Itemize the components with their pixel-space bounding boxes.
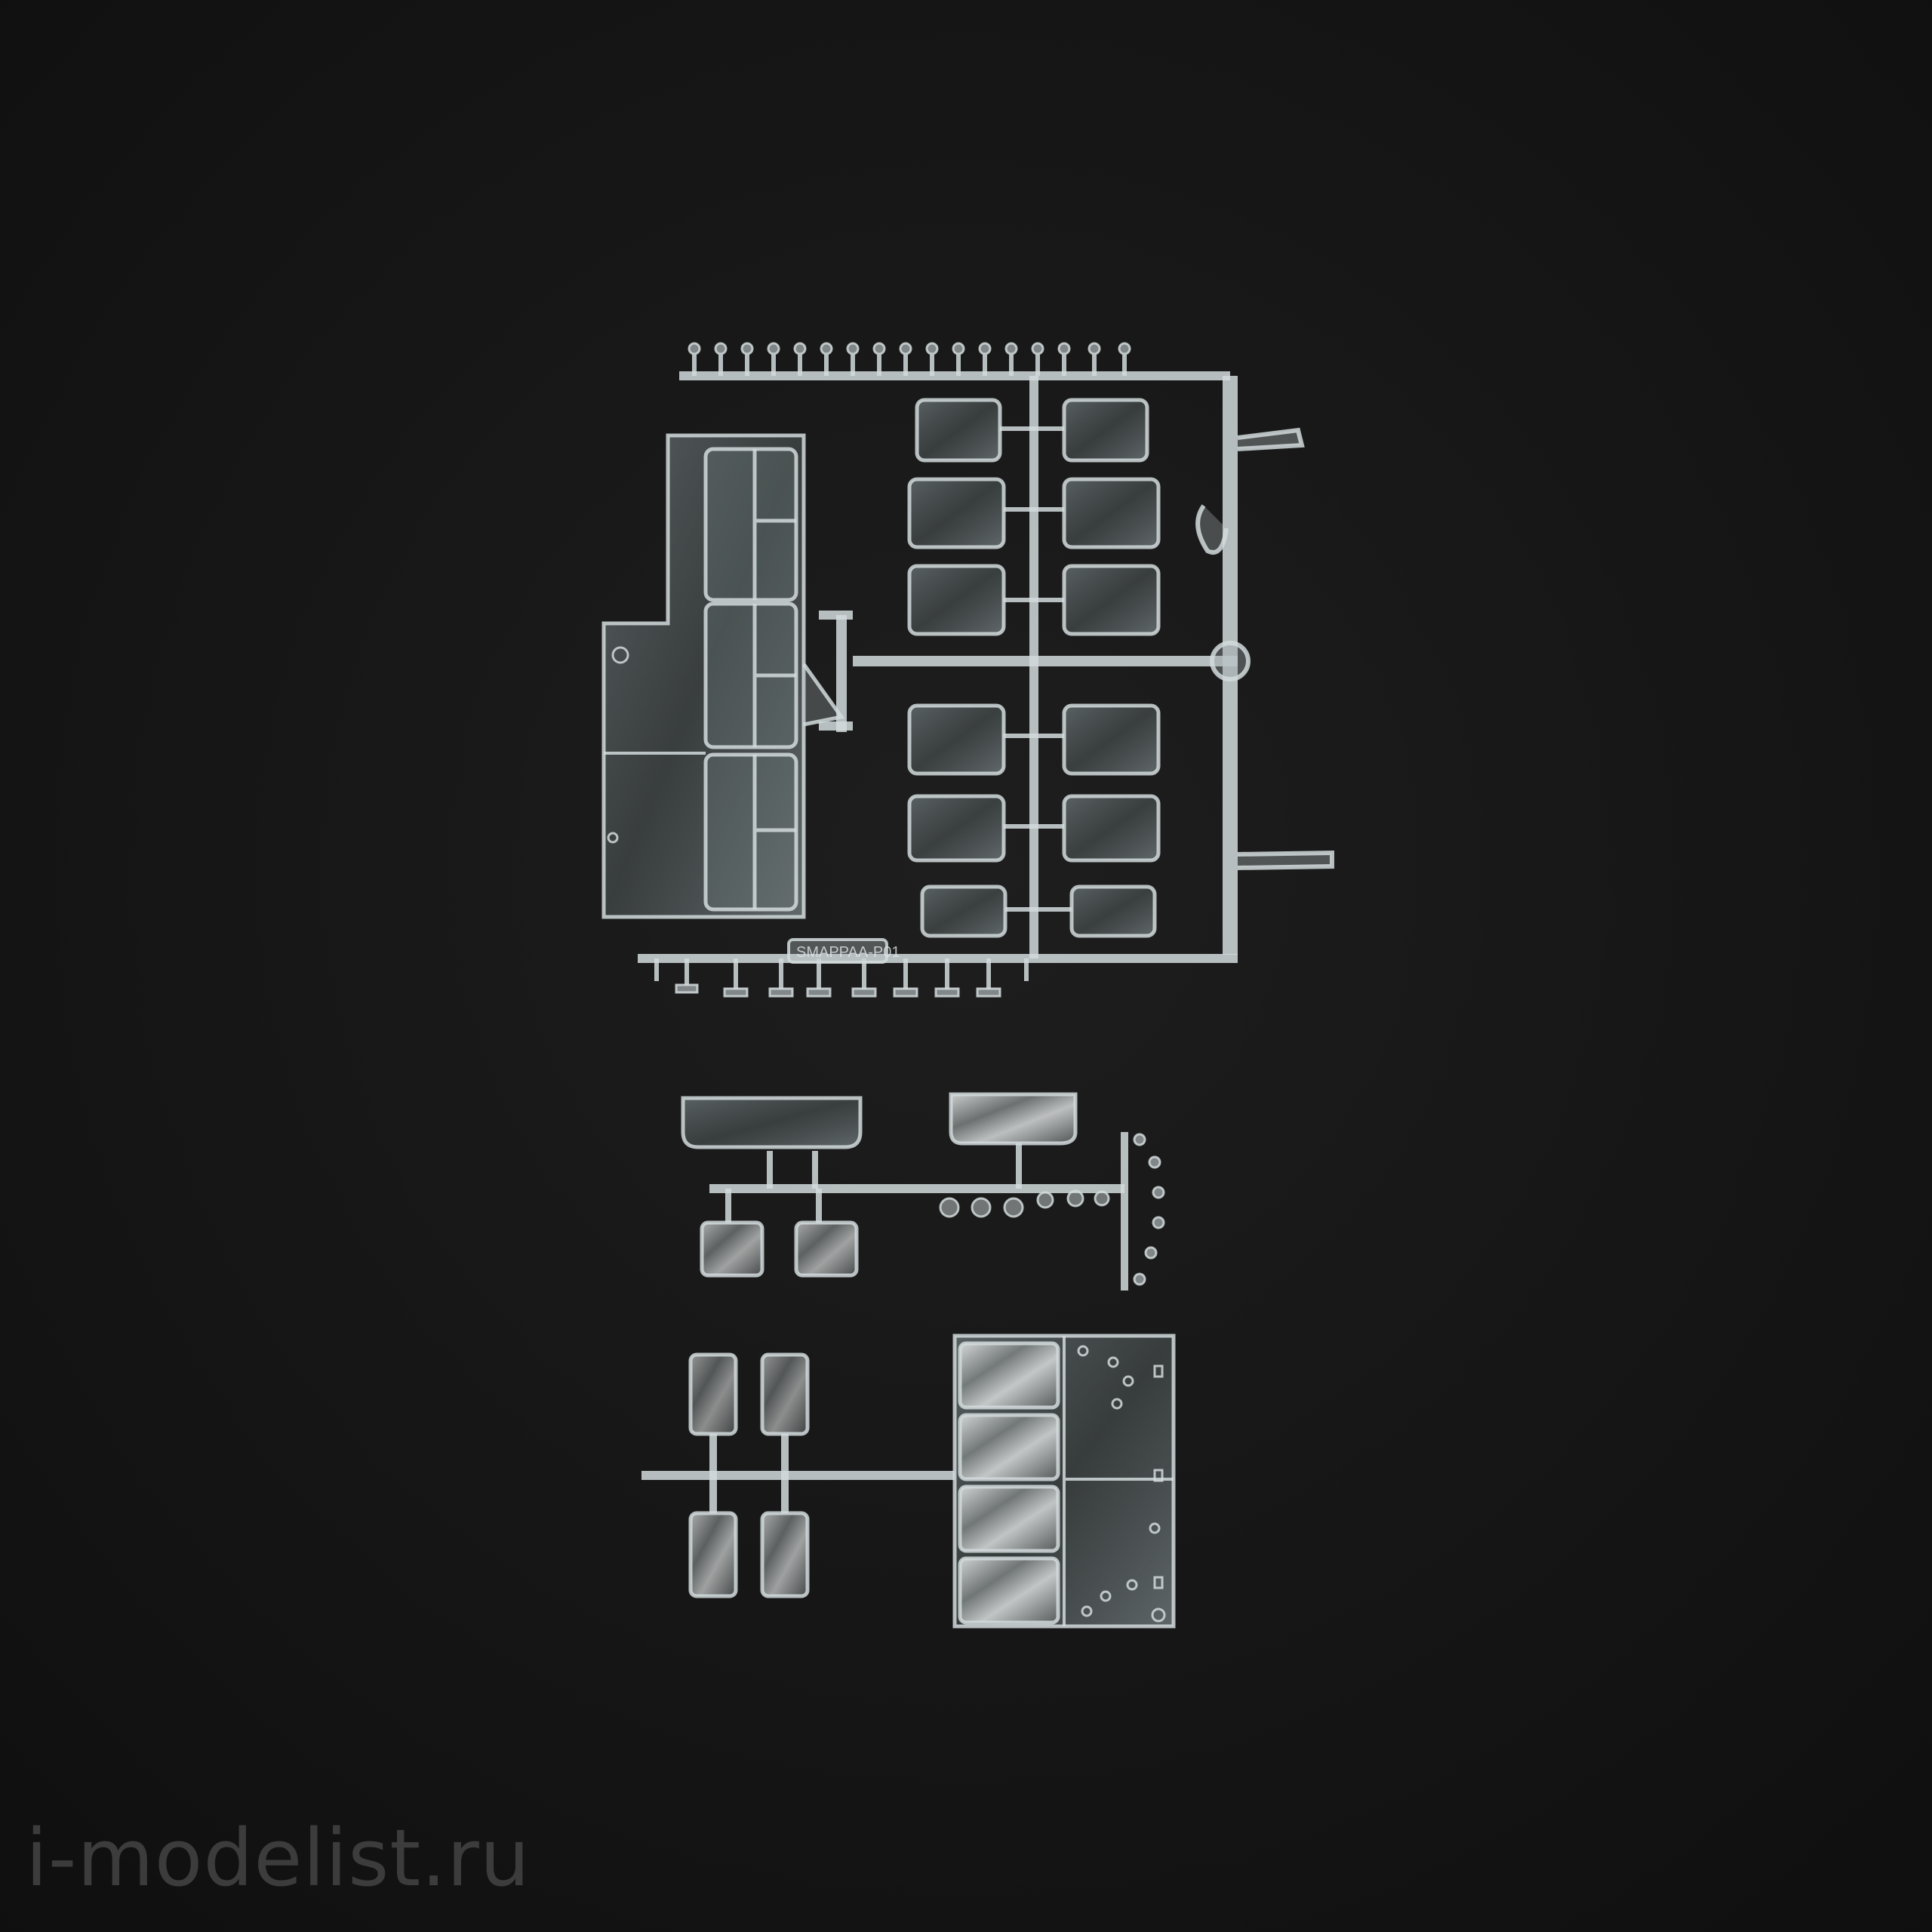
bottom-sprue <box>641 1334 1176 1629</box>
sprue-code-label: SMAPPAA-P01 <box>796 944 900 961</box>
middle-sprue <box>681 1092 1165 1291</box>
top-sprue <box>601 342 1334 998</box>
watermark-text: i-modelist.ru <box>26 1812 531 1904</box>
